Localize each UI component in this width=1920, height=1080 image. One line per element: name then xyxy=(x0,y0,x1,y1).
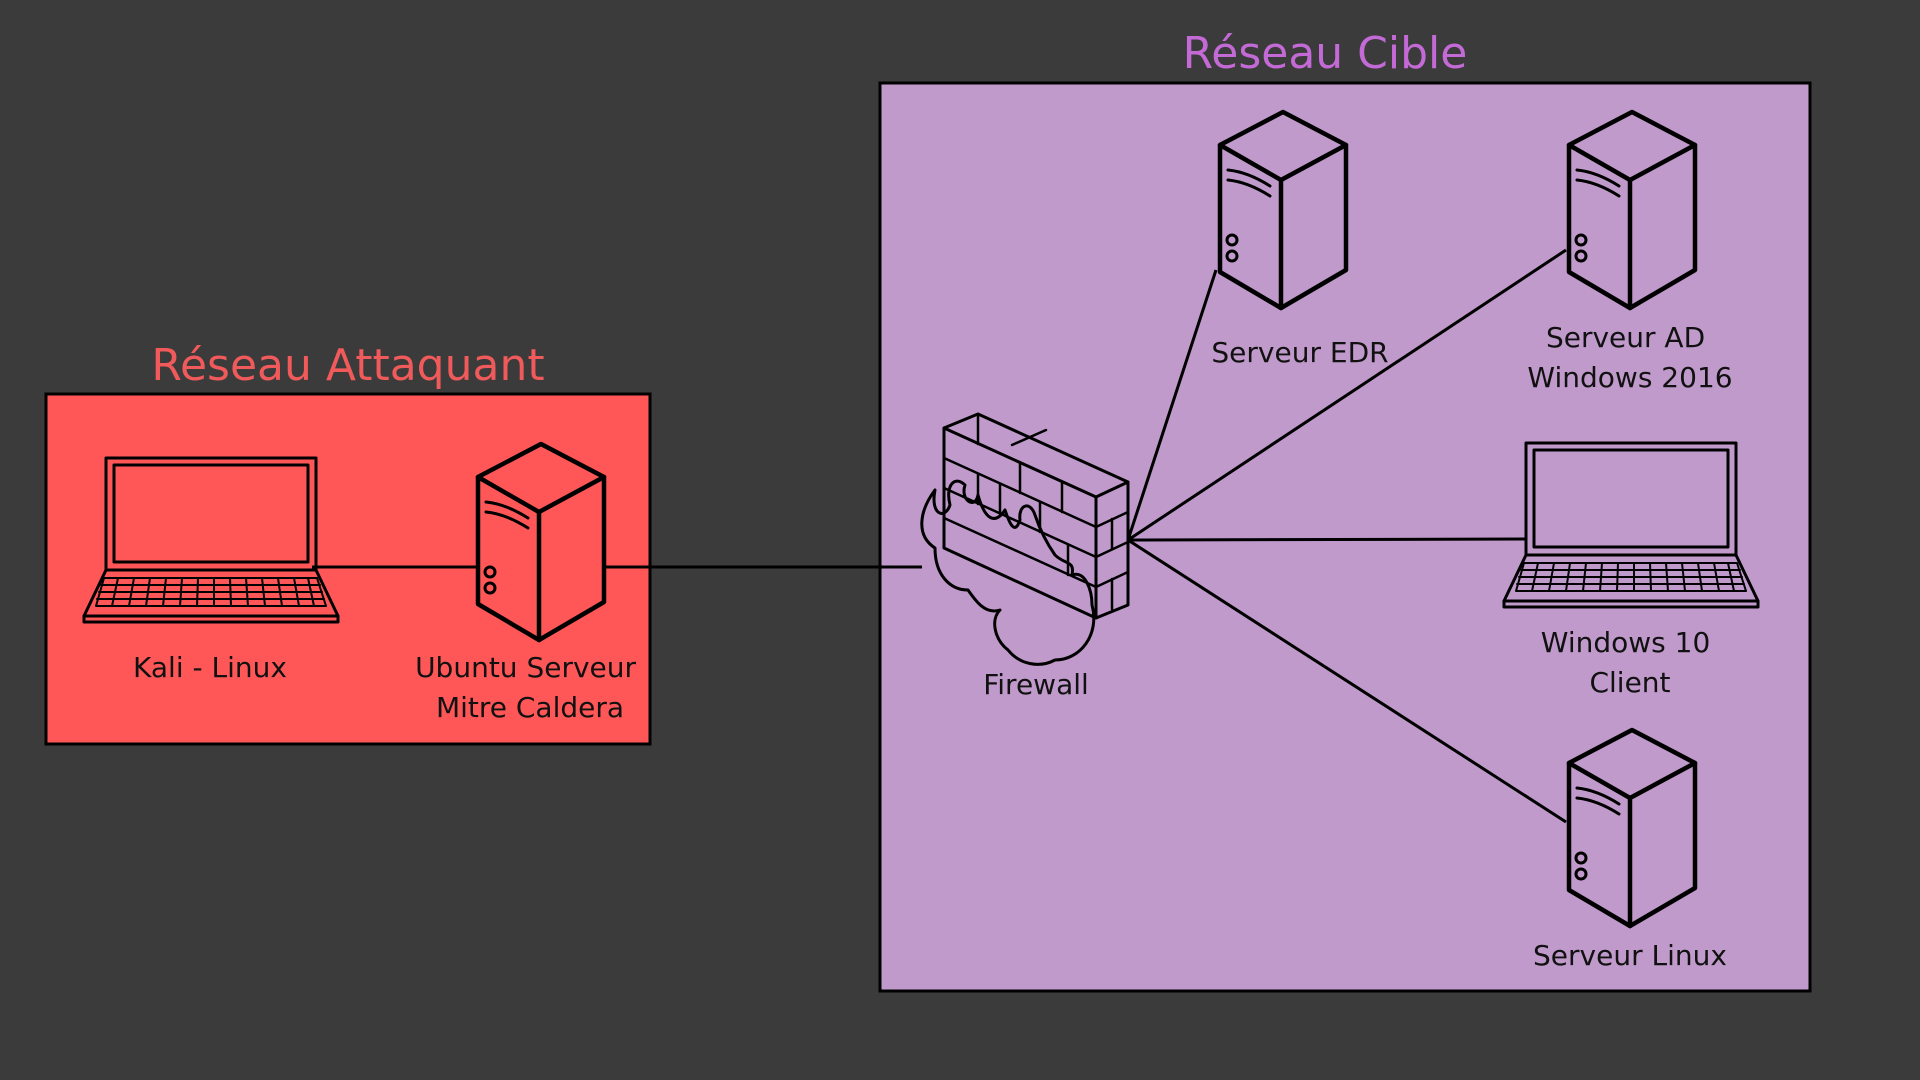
node-edr-label: Serveur EDR xyxy=(1211,336,1388,369)
node-caldera-label: Ubuntu Serveur Mitre Caldera xyxy=(415,651,645,724)
node-caldera-label-line-1: Ubuntu Serveur xyxy=(415,651,636,684)
link-firewall-win10 xyxy=(1127,537,1527,542)
node-kali-label: Kali - Linux xyxy=(133,651,287,684)
firewall-icon xyxy=(920,412,1130,666)
node-kali[interactable]: Kali - Linux xyxy=(82,456,340,684)
attacker-zone-title: Réseau Attaquant xyxy=(151,340,544,391)
node-caldera-label-line-2: Mitre Caldera xyxy=(436,691,624,724)
link-firewall-linux xyxy=(1127,538,1567,824)
node-edr[interactable]: Serveur EDR xyxy=(1211,112,1389,369)
target-zone-title: Réseau Cible xyxy=(1183,28,1468,79)
node-edr-label-line-1: Serveur EDR xyxy=(1211,336,1388,369)
node-firewall[interactable]: Firewall xyxy=(920,412,1130,701)
node-linux-label: Serveur Linux xyxy=(1533,939,1727,972)
node-win10[interactable]: Windows 10 Client xyxy=(1502,441,1760,699)
node-firewall-label-line-1: Firewall xyxy=(983,668,1089,701)
link-firewall-edr xyxy=(1126,269,1218,541)
network-links xyxy=(312,248,1567,824)
node-win10-label: Windows 10 Client xyxy=(1541,626,1719,699)
node-ad-label-line-2: Windows 2016 xyxy=(1527,361,1732,394)
node-linux[interactable]: Serveur Linux xyxy=(1533,730,1727,972)
node-win10-label-line-1: Windows 10 xyxy=(1541,626,1711,659)
node-firewall-label: Firewall xyxy=(983,668,1089,701)
node-ad[interactable]: Serveur AD Windows 2016 xyxy=(1527,112,1733,394)
node-ad-label: Serveur AD Windows 2016 xyxy=(1527,321,1732,394)
node-linux-label-line-1: Serveur Linux xyxy=(1533,939,1727,972)
link-firewall-ad xyxy=(1127,248,1567,542)
node-win10-label-line-2: Client xyxy=(1589,666,1670,699)
node-caldera[interactable]: Ubuntu Serveur Mitre Caldera xyxy=(415,444,645,724)
node-ad-label-line-1: Serveur AD xyxy=(1546,321,1705,354)
node-kali-label-line-1: Kali - Linux xyxy=(133,651,287,684)
